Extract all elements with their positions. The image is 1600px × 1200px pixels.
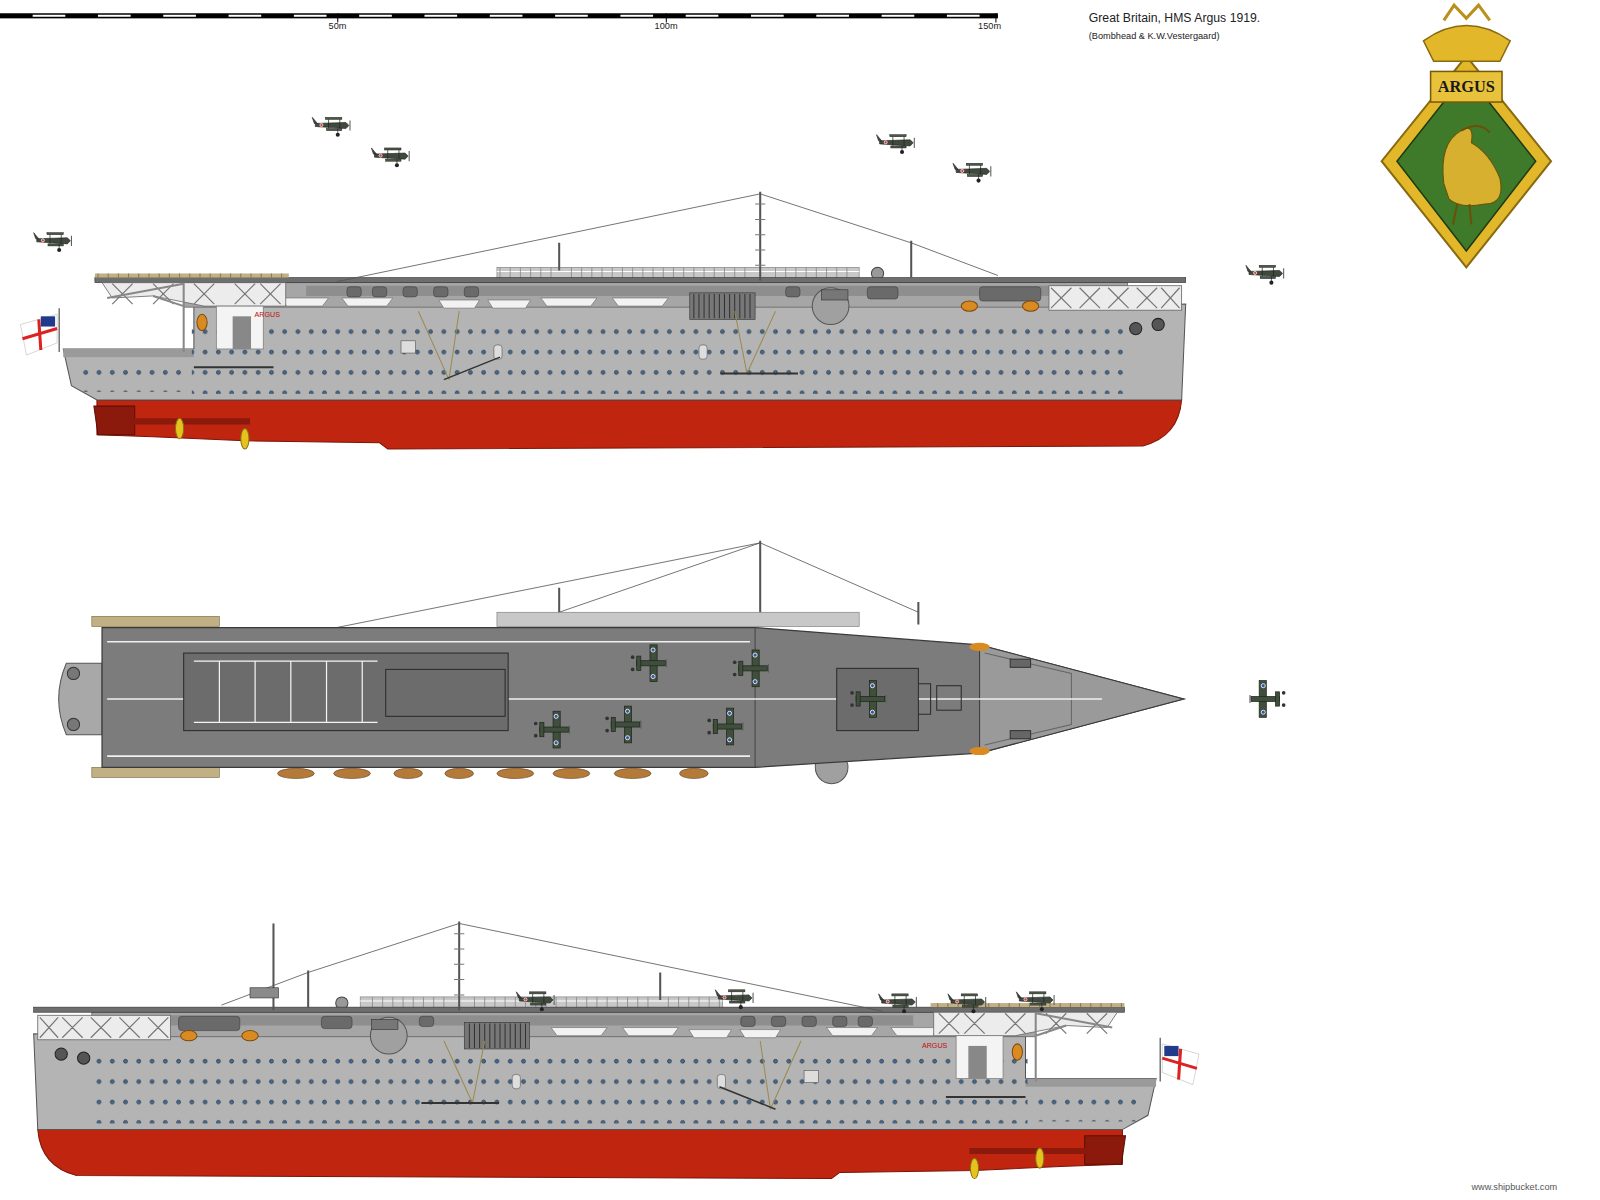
badge-scroll-text: ARGUS (1438, 78, 1495, 97)
credit-note: (Bombhead & K.W.Vestergaard) (1089, 31, 1220, 42)
scale-mark: 100m (655, 20, 678, 31)
drawing-title: Great Britain, HMS Argus 1919. (1089, 12, 1261, 26)
hull-name: ARGUS (255, 311, 280, 319)
hull-name: ARGUS (922, 1042, 947, 1050)
watermark: www.shipbucket.com (1471, 1182, 1557, 1193)
scale-mark: 50m (329, 20, 347, 31)
scale-mark: 150m (978, 20, 1001, 31)
